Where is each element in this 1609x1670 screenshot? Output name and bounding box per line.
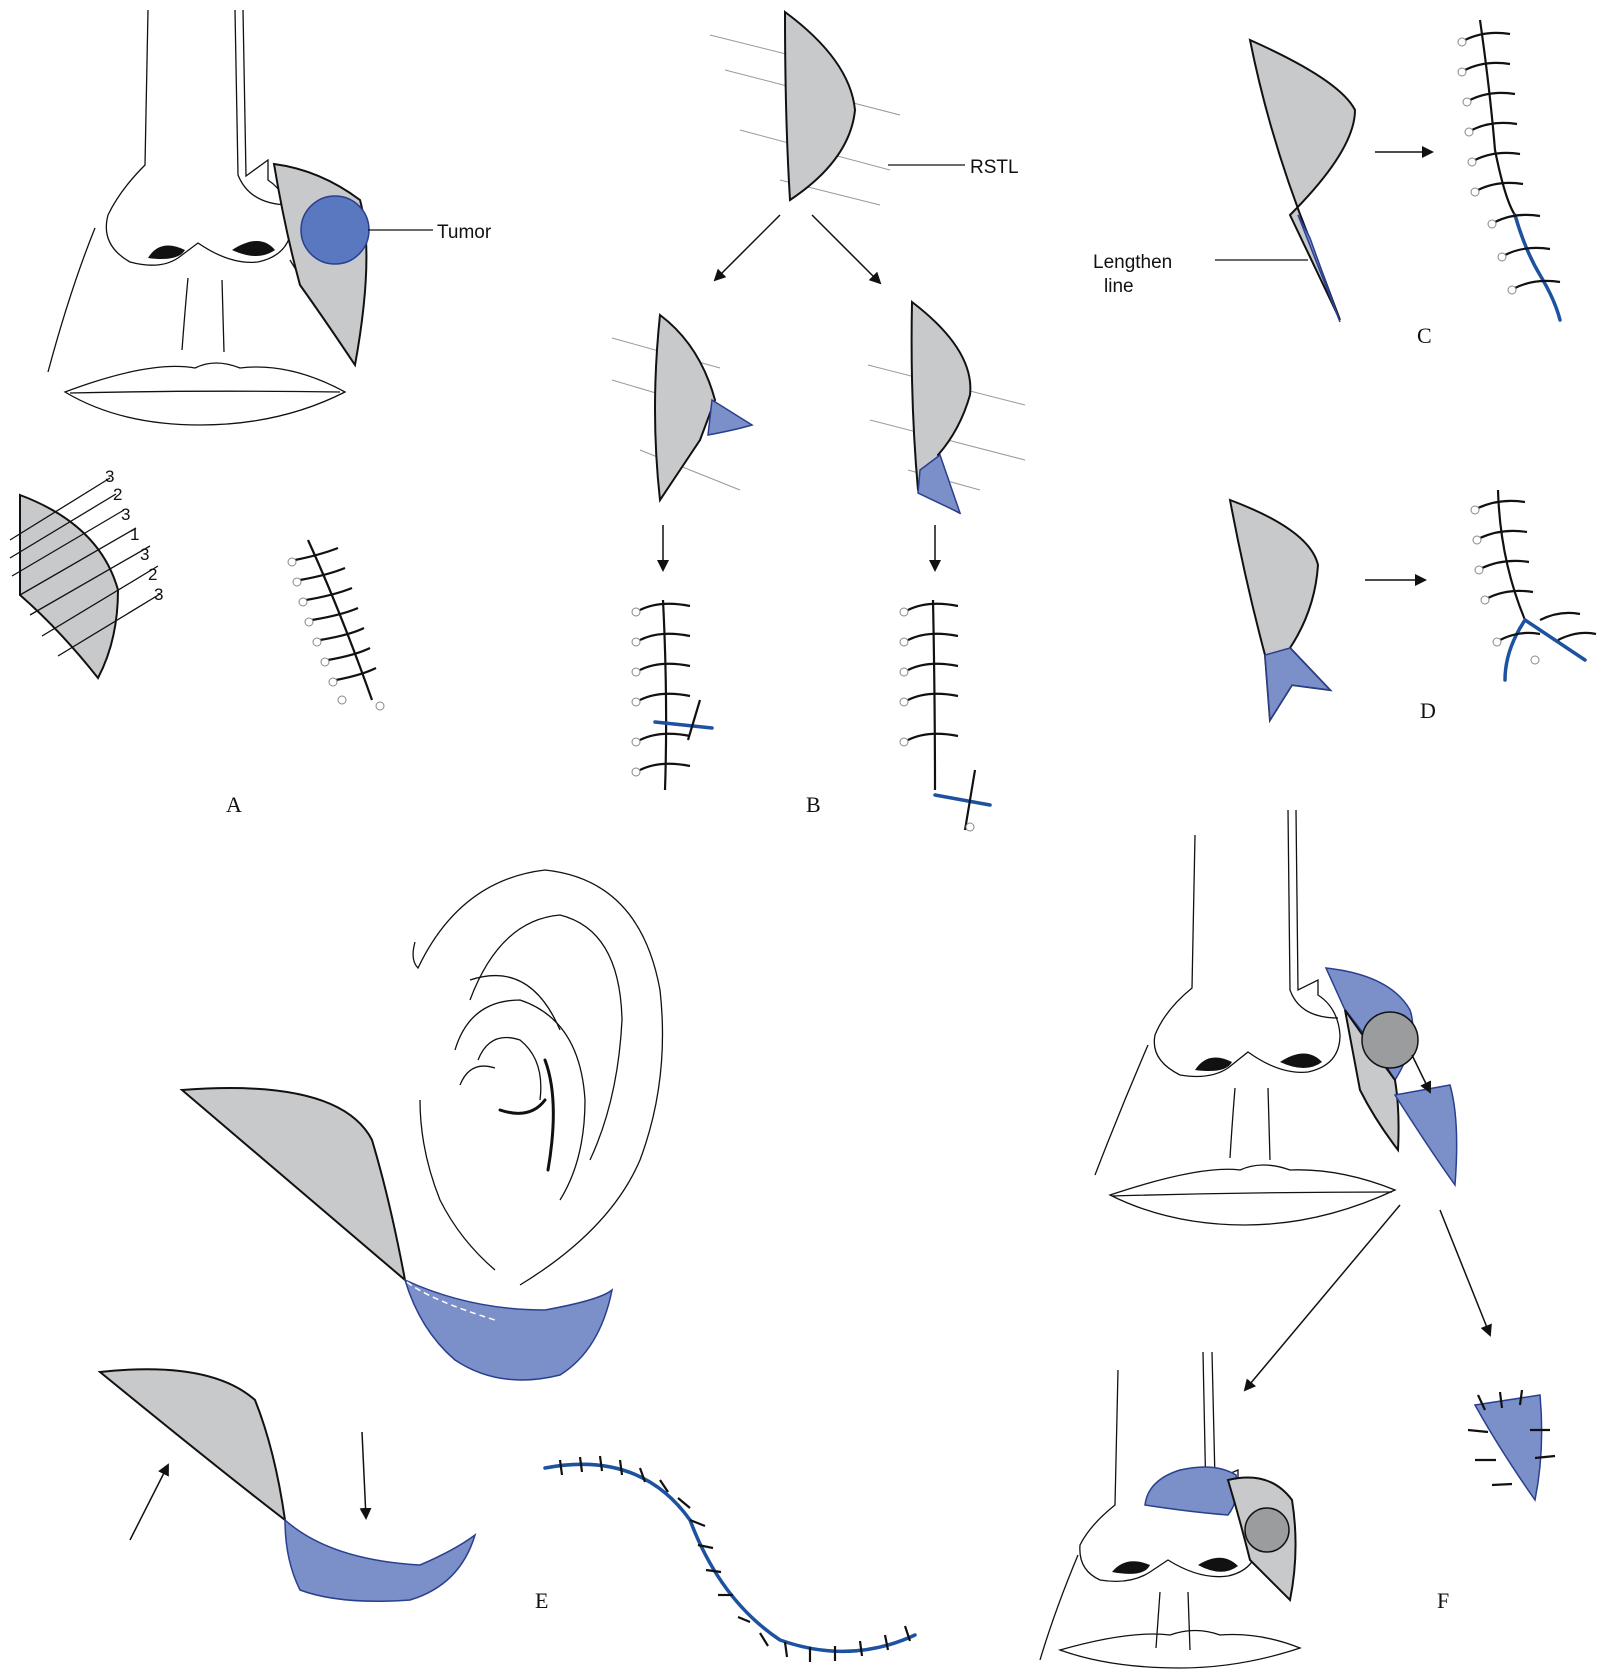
panel-a-ratio-flap: 3 2 3 1 3 2 3 xyxy=(10,467,163,678)
panel-e-flap xyxy=(182,1088,612,1380)
panel-a-suture-line xyxy=(288,540,384,710)
panel-b-left-suture xyxy=(632,600,712,790)
lengthen-line-label-1: Lengthen xyxy=(1093,252,1172,273)
panel-b-right-suture xyxy=(900,600,990,831)
panel-a-label: A xyxy=(226,792,242,817)
panel-b-rstl-lines: RSTL xyxy=(710,35,1019,205)
tumor-label: Tumor xyxy=(437,222,492,243)
ratio-number: 3 xyxy=(121,505,130,524)
panel-b-left-flap xyxy=(612,315,752,570)
panel-c-label: C xyxy=(1417,323,1432,348)
panel-f-excised-triangle xyxy=(1468,1390,1555,1500)
ratio-number: 2 xyxy=(148,565,157,584)
panel-a-flap: Tumor xyxy=(274,164,492,365)
panel-e-excised-shape xyxy=(100,1369,475,1601)
panel-d-suture xyxy=(1471,490,1596,680)
panel-b-main-flap xyxy=(785,12,855,200)
ratio-number: 3 xyxy=(105,467,114,486)
panel-c-suture xyxy=(1458,20,1560,320)
panel-e-label: E xyxy=(535,1588,548,1613)
ratio-number: 3 xyxy=(140,545,149,564)
panel-c-flap: Lengthen line xyxy=(1093,40,1432,322)
ratio-number: 1 xyxy=(130,525,139,544)
panel-b-label: B xyxy=(806,792,821,817)
rstl-label: RSTL xyxy=(970,157,1019,178)
panel-d-label: D xyxy=(1420,698,1436,723)
panel-f-label: F xyxy=(1437,1588,1449,1613)
panel-e-suture xyxy=(545,1456,915,1662)
panel-e-ear xyxy=(413,870,662,1285)
panel-d-flap xyxy=(1230,500,1425,720)
panel-f-flap-bottom xyxy=(1145,1467,1296,1600)
ratio-number: 3 xyxy=(154,585,163,604)
panel-b-right-flap xyxy=(868,302,1025,570)
ratio-number: 2 xyxy=(113,485,122,504)
tumor-circle xyxy=(301,196,369,264)
lengthen-line-label-2: line xyxy=(1104,276,1134,297)
panel-f-flap-top xyxy=(1245,968,1490,1390)
